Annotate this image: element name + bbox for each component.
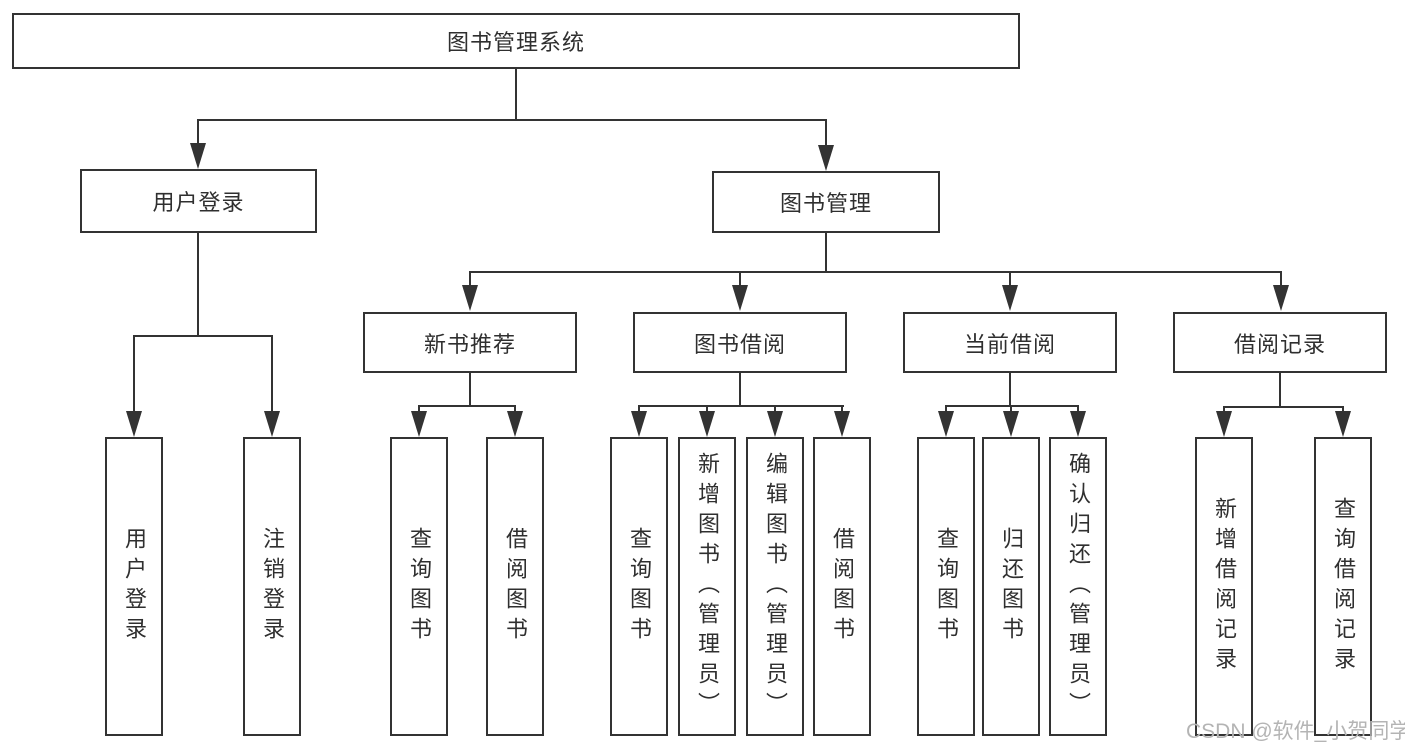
connector-line xyxy=(469,271,471,286)
node-user-login: 用户登录 xyxy=(80,169,317,233)
node-new-book-recommend-label: 新书推荐 xyxy=(423,331,516,357)
node-borrowing-records: 借阅记录 xyxy=(1173,312,1387,373)
node-root-label: 图书管理系统 xyxy=(446,30,585,55)
connector-line xyxy=(739,271,741,286)
node-user-login-label: 用户登录 xyxy=(152,190,245,215)
watermark: CSDN @软件_小贺同学 xyxy=(1186,720,1405,743)
connector-line xyxy=(825,233,827,273)
leaf-user-login-label: 用户登录 xyxy=(122,526,147,647)
node-current-borrowing-label: 当前借阅 xyxy=(963,331,1056,357)
leaf-add-book-admin: 新增图书（管理员） xyxy=(678,437,736,736)
leaf-borrow-books-borrowing-label: 借阅图书 xyxy=(830,526,855,647)
connector-line xyxy=(515,69,517,119)
connector-line xyxy=(945,405,947,414)
arrow-down-icon xyxy=(631,411,647,437)
leaf-edit-book-admin-label: 编辑图书（管理员） xyxy=(763,451,788,722)
node-book-management-label: 图书管理 xyxy=(779,191,872,216)
connector-line xyxy=(945,405,1079,407)
connector-line xyxy=(1009,271,1011,286)
node-root: 图书管理系统 xyxy=(12,13,1020,69)
connector-line xyxy=(841,405,843,414)
leaf-return-book: 归还图书 xyxy=(982,437,1040,736)
leaf-query-books-recommend: 查询图书 xyxy=(390,437,448,736)
connector-line xyxy=(469,271,1282,273)
leaf-user-login: 用户登录 xyxy=(105,437,163,736)
arrow-down-icon xyxy=(834,411,850,437)
node-book-borrowing-label: 图书借阅 xyxy=(693,331,786,357)
leaf-query-books-borrowing: 查询图书 xyxy=(610,437,668,736)
arrow-down-icon xyxy=(411,411,427,437)
leaf-query-books-recommend-label: 查询图书 xyxy=(407,526,432,647)
leaf-borrow-books-recommend-label: 借阅图书 xyxy=(503,526,528,647)
leaf-query-books-current-label: 查询图书 xyxy=(934,526,959,647)
leaf-borrow-books-borrowing: 借阅图书 xyxy=(813,437,871,736)
leaf-logout: 注销登录 xyxy=(243,437,301,736)
connector-line xyxy=(706,405,708,414)
arrow-down-icon xyxy=(732,285,748,311)
leaf-query-borrow-record: 查询借阅记录 xyxy=(1314,437,1372,736)
leaf-return-book-label: 归还图书 xyxy=(999,526,1024,647)
node-new-book-recommend: 新书推荐 xyxy=(363,312,577,373)
arrow-down-icon xyxy=(1003,411,1019,437)
connector-line xyxy=(1279,373,1281,408)
connector-line xyxy=(825,119,827,147)
node-book-borrowing: 图书借阅 xyxy=(633,312,847,373)
arrow-down-icon xyxy=(462,285,478,311)
arrow-down-icon xyxy=(1273,285,1289,311)
connector-line xyxy=(638,405,640,414)
connector-line xyxy=(469,373,471,407)
connector-line xyxy=(638,405,844,407)
arrow-down-icon xyxy=(938,411,954,437)
leaf-confirm-return-admin: 确认归还（管理员） xyxy=(1049,437,1107,736)
arrow-down-icon xyxy=(1070,411,1086,437)
arrow-down-icon xyxy=(767,411,783,437)
arrow-down-icon xyxy=(264,411,280,437)
connector-line xyxy=(1010,405,1012,414)
connector-line xyxy=(418,405,420,414)
node-book-management: 图书管理 xyxy=(712,171,940,233)
connector-line xyxy=(1009,373,1011,407)
leaf-add-borrow-record-label: 新增借阅记录 xyxy=(1212,496,1237,677)
connector-line xyxy=(133,335,135,413)
node-borrowing-records-label: 借阅记录 xyxy=(1233,331,1326,357)
arrow-down-icon xyxy=(818,145,834,171)
leaf-add-borrow-record: 新增借阅记录 xyxy=(1195,437,1253,736)
arrow-down-icon xyxy=(190,143,206,169)
connector-line xyxy=(418,405,516,407)
leaf-query-borrow-record-label: 查询借阅记录 xyxy=(1331,496,1356,677)
arrow-down-icon xyxy=(699,411,715,437)
leaf-query-books-current: 查询图书 xyxy=(917,437,975,736)
node-current-borrowing: 当前借阅 xyxy=(903,312,1117,373)
arrow-down-icon xyxy=(507,411,523,437)
arrow-down-icon xyxy=(1335,411,1351,437)
connector-line xyxy=(1077,405,1079,414)
connector-line xyxy=(1342,406,1344,414)
connector-line xyxy=(514,405,516,414)
leaf-query-books-borrowing-label: 查询图书 xyxy=(627,526,652,647)
connector-line xyxy=(739,373,741,407)
arrow-down-icon xyxy=(126,411,142,437)
connector-line xyxy=(197,119,827,121)
connector-line xyxy=(197,119,199,145)
leaf-confirm-return-admin-label: 确认归还（管理员） xyxy=(1066,451,1091,722)
leaf-borrow-books-recommend: 借阅图书 xyxy=(486,437,544,736)
leaf-logout-label: 注销登录 xyxy=(260,526,285,647)
connector-line xyxy=(197,233,199,337)
leaf-add-book-admin-label: 新增图书（管理员） xyxy=(695,451,720,722)
connector-line xyxy=(133,335,273,337)
arrow-down-icon xyxy=(1002,285,1018,311)
connector-line xyxy=(1223,406,1344,408)
connector-line xyxy=(1223,406,1225,414)
leaf-edit-book-admin: 编辑图书（管理员） xyxy=(746,437,804,736)
arrow-down-icon xyxy=(1216,411,1232,437)
connector-line xyxy=(1280,271,1282,286)
connector-line xyxy=(774,405,776,414)
connector-line xyxy=(271,335,273,413)
